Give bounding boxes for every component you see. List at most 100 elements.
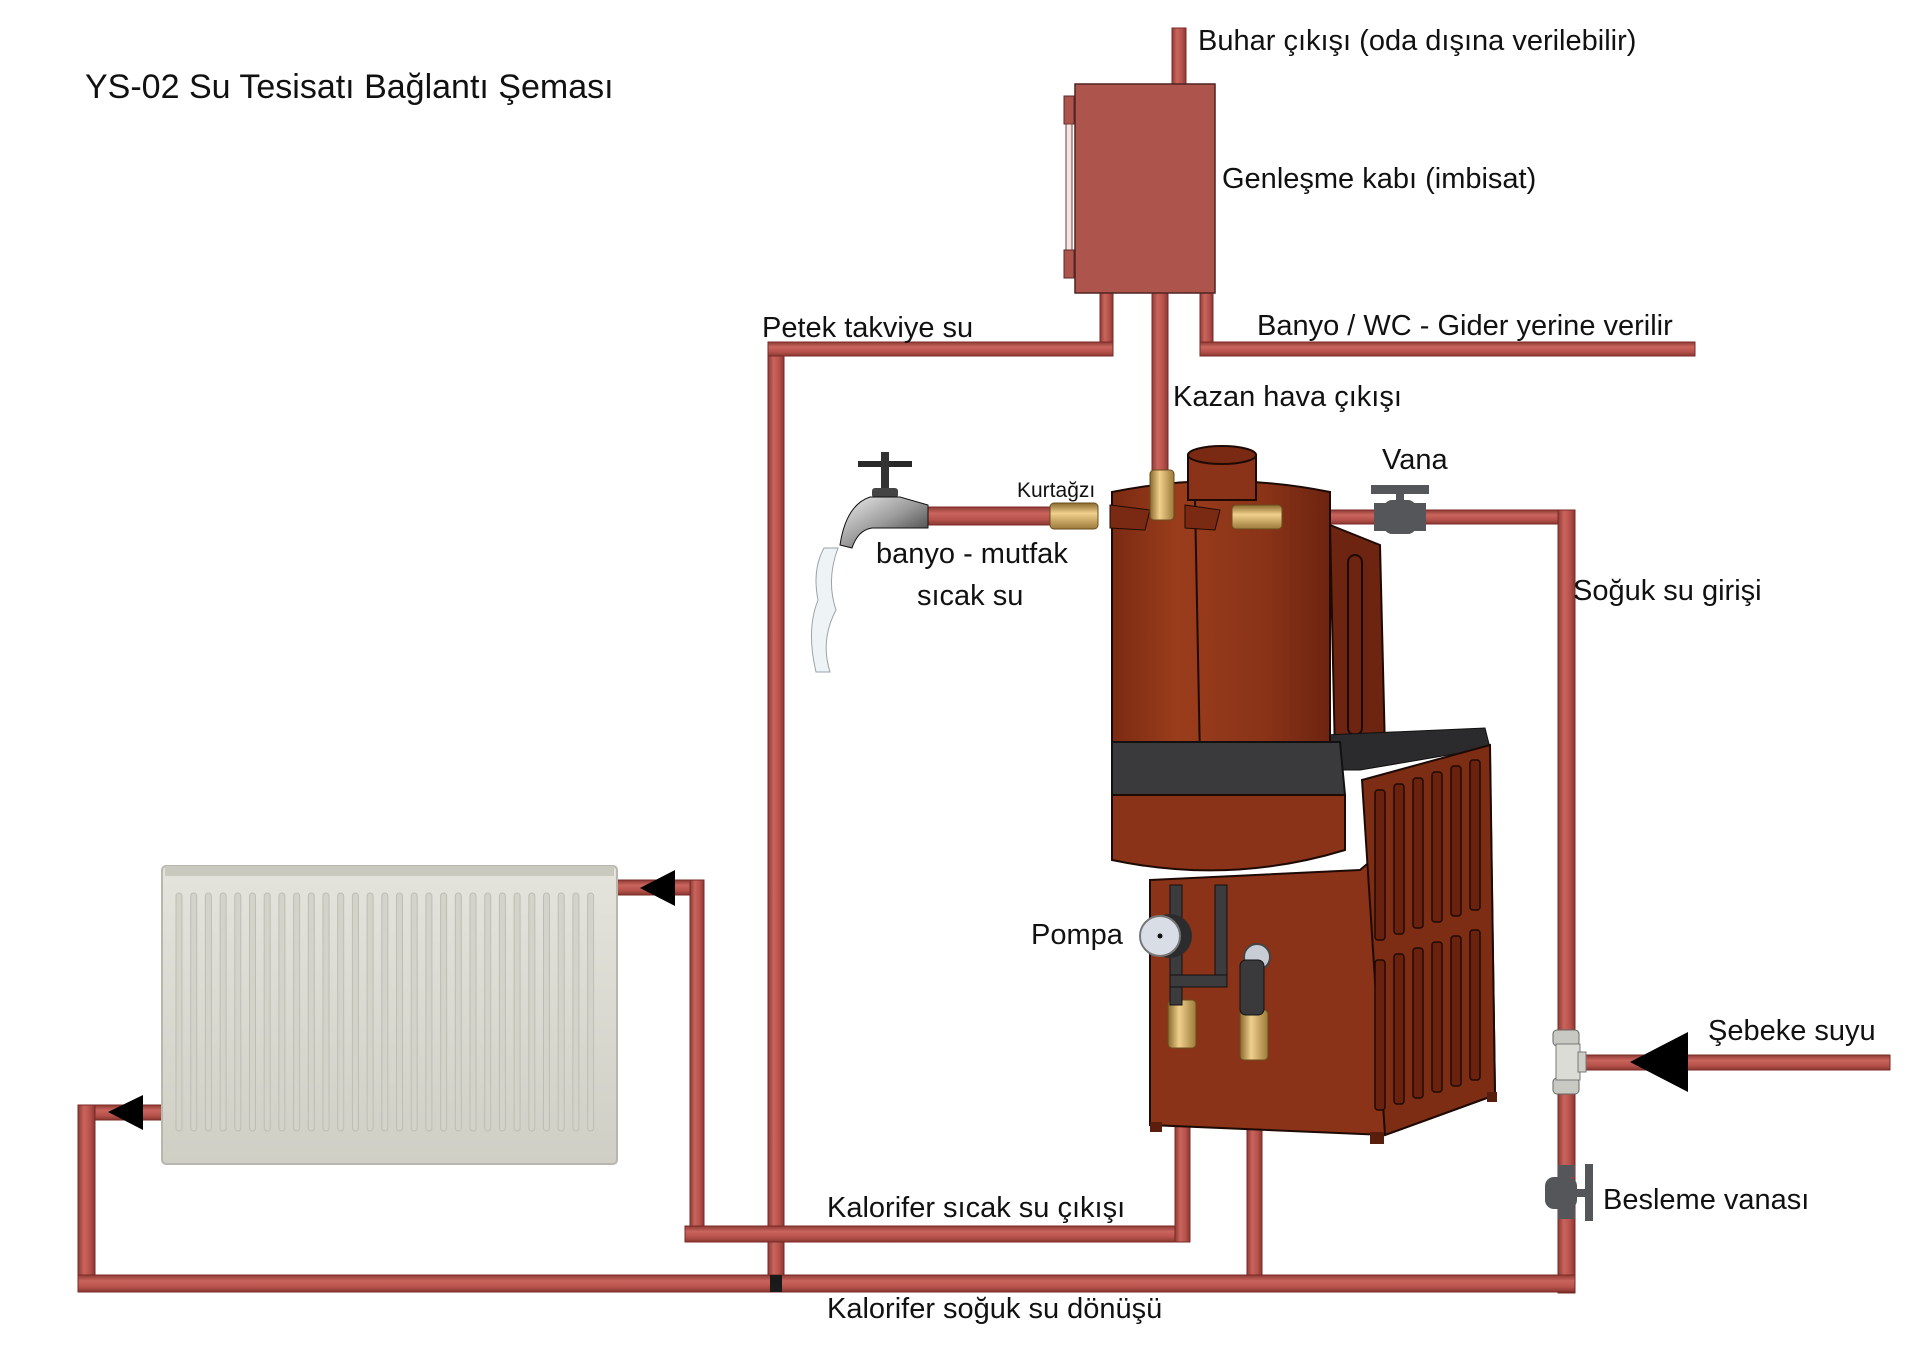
radiator-fin <box>528 892 536 1132</box>
radiator-fin <box>454 892 462 1132</box>
radiator-feed-label: Petek takviye su <box>762 312 973 344</box>
radiator-fin <box>234 892 242 1132</box>
boiler-air-outlet-label: Kazan hava çıkışı <box>1173 381 1402 413</box>
boiler-band <box>1111 741 1347 796</box>
radiator-fin <box>498 892 506 1132</box>
radiator-fin <box>572 892 580 1132</box>
hot-water-label-line1: banyo - mutfak <box>876 538 1068 570</box>
cold-inlet-fitting-icon <box>1231 504 1283 530</box>
steam-outlet-label: Buhar çıkışı (oda dışına verilebilir) <box>1198 25 1636 57</box>
expansion-tank-label: Genleşme kabı (imbisat) <box>1222 163 1536 195</box>
flow-arrows <box>108 870 1688 1130</box>
radiator-fin <box>469 892 477 1132</box>
diagram-title: YS-02 Su Tesisatı Bağlantı Şeması <box>85 68 614 106</box>
tee-side-port <box>1577 1051 1587 1073</box>
radiator-feed-pipe <box>767 341 1114 357</box>
feed-valve-handle-icon[interactable] <box>1585 1164 1593 1221</box>
radiator-fin <box>293 892 301 1132</box>
tank-icon <box>1074 83 1216 294</box>
radiator-inlet-arrow <box>640 870 675 906</box>
tee-fitting <box>1552 1029 1587 1095</box>
faucet[interactable] <box>810 452 929 673</box>
valve[interactable] <box>1371 485 1429 534</box>
radiator-fin <box>425 892 433 1132</box>
radiator-fin <box>557 892 565 1132</box>
cold-water-riser-pipe <box>1557 509 1576 1294</box>
bathroom-drain-label: Banyo / WC - Gider yerine verilir <box>1257 310 1673 342</box>
radiator-fin <box>587 892 595 1132</box>
pump-bypass-pipe <box>1214 884 1228 986</box>
radiator-fin <box>513 892 521 1132</box>
feed-valve-icon[interactable] <box>1545 1177 1577 1209</box>
boiler-grille-icon <box>1374 759 1481 1111</box>
water-stream-icon <box>810 547 839 673</box>
radiator-fin <box>190 892 198 1132</box>
bathroom-drain-pipe <box>1199 341 1696 357</box>
radiator-outlet-arrow <box>108 1095 143 1130</box>
valve-icon[interactable] <box>1384 500 1416 534</box>
grille-slot <box>1431 941 1443 1093</box>
radiator-fin <box>175 892 183 1132</box>
boiler-foot <box>1370 1132 1384 1144</box>
grille-slot <box>1393 953 1405 1105</box>
faucet-icon[interactable] <box>839 496 929 549</box>
tank-gauge-bottom-bracket <box>1063 249 1075 279</box>
faucet-collar <box>872 488 898 498</box>
radiator-fin <box>351 892 359 1132</box>
feed-valve-stem <box>1575 1189 1587 1197</box>
grille-slot <box>1450 935 1462 1087</box>
grille-slot <box>1469 759 1481 911</box>
radiator-inlet-riser-pipe <box>689 879 705 1241</box>
hot-water-label-line2: sıcak su <box>917 580 1023 612</box>
feed-valve-label: Besleme vanası <box>1603 1184 1809 1216</box>
boiler-side-panel <box>1328 523 1387 757</box>
valve-handle-icon[interactable] <box>1371 485 1429 494</box>
radiator-fin <box>263 892 271 1132</box>
boiler-seam <box>1194 499 1201 761</box>
boiler-air-stub <box>1184 504 1221 531</box>
radiator-return-riser-pipe <box>77 1104 96 1284</box>
boiler-foot <box>1487 1092 1497 1102</box>
boiler-air-outlet-pipe <box>1151 292 1169 474</box>
pump-label: Pompa <box>1031 919 1124 951</box>
boiler <box>1109 445 1497 1144</box>
feed-valve[interactable] <box>1545 1164 1593 1221</box>
fittings <box>1049 469 1283 1061</box>
pump-bypass-joint <box>1169 974 1228 988</box>
radiator-feed-riser-pipe <box>767 355 785 1292</box>
radiator-fin <box>307 892 315 1132</box>
radiator-fin <box>484 892 492 1132</box>
mains-water-label: Şebeke suyu <box>1708 1015 1876 1047</box>
feed-valve-bottom-nut <box>1558 1207 1575 1219</box>
heating-cold-return-label: Kalorifer soğuk su dönüşü <box>827 1293 1162 1325</box>
radiator-top-grille <box>165 866 614 876</box>
air-outlet-fitting-icon <box>1149 469 1175 521</box>
radiator-fin <box>322 892 330 1132</box>
grille-slot <box>1431 771 1443 923</box>
boiler-lower-collar <box>1111 794 1346 872</box>
return-elbow-icon <box>1239 959 1265 1016</box>
elbow-label: Kurtağzı <box>1017 479 1095 502</box>
elbow-fitting-icon <box>1049 502 1099 530</box>
faucet-stem <box>881 452 889 492</box>
radiator-fin <box>410 892 418 1132</box>
heating-hot-outlet-pipe <box>684 1225 1191 1243</box>
valve-label: Vana <box>1382 444 1448 476</box>
radiator-fin <box>249 892 256 1132</box>
heating-hot-out-label: Kalorifer sıcak su çıkışı <box>827 1192 1125 1224</box>
grille-slot <box>1374 959 1386 1111</box>
grille-slot <box>1374 789 1386 941</box>
feed-valve-top-nut <box>1558 1165 1575 1177</box>
radiator-fin <box>204 892 212 1132</box>
expansion-tank <box>1063 83 1216 294</box>
boiler-hot-stub <box>1109 504 1151 531</box>
pump <box>1139 884 1271 1016</box>
boiler-chimney-top <box>1187 445 1257 465</box>
radiator-fins <box>175 892 595 1132</box>
heating-cold-return-pipe <box>77 1274 1576 1293</box>
pump-center-dot <box>1157 933 1163 939</box>
tee-fitting-icon <box>1555 1043 1581 1081</box>
grille-slot <box>1412 777 1424 929</box>
radiator-fin <box>366 892 374 1132</box>
